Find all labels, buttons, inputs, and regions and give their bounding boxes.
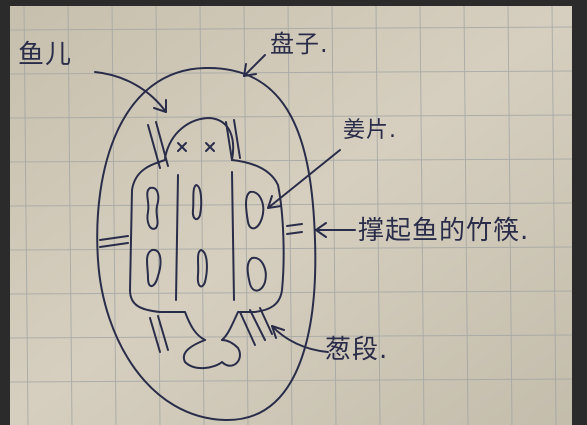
grid-line-v: [67, 5, 73, 425]
scallion-top-right: [225, 119, 241, 161]
ginger-slice-6: [246, 256, 267, 292]
arrow-fish-head: [153, 99, 167, 113]
label-chopsticks: 撑起鱼的竹筷.: [358, 216, 530, 246]
grid-line-v: [155, 5, 161, 425]
fish-eye-left: [177, 142, 187, 152]
label-scallion: 葱段.: [325, 335, 389, 365]
arrow-plate-head: [243, 63, 257, 77]
grid-line-h: [9, 158, 573, 163]
grid-line-h: [9, 202, 573, 207]
grid-line-v: [375, 5, 381, 425]
plate-outline: [96, 66, 317, 422]
label-ginger: 姜片.: [343, 118, 397, 143]
ginger-slice-3: [245, 190, 265, 230]
arrow-ginger: [267, 149, 341, 209]
frame-right: [572, 0, 587, 425]
arrow-scallion: [271, 325, 329, 353]
arrow-plate: [243, 54, 266, 77]
grid-line-v: [287, 5, 293, 425]
ginger-slice-4: [146, 248, 162, 287]
frame-top: [0, 0, 587, 6]
frame-left: [0, 0, 10, 425]
grid-line-v: [419, 5, 425, 425]
grid-line-h: [9, 26, 573, 31]
arrow-ginger-head: [267, 195, 282, 209]
chopstick-right: [286, 223, 303, 235]
fish-tail: [182, 339, 241, 369]
fish-line-2: [231, 171, 235, 301]
fish-eye-right: [205, 142, 215, 152]
fish-body-left: [129, 159, 206, 341]
grid-line-h: [9, 246, 573, 251]
label-fish: 鱼儿: [18, 40, 73, 70]
arrow-chopsticks-head: [315, 222, 327, 238]
chopstick-left: [99, 235, 129, 248]
grid-line-h: [9, 334, 573, 339]
grid-line-v: [463, 5, 469, 425]
grid-line-v: [199, 5, 205, 425]
grid-line-v: [551, 5, 557, 425]
grid-line-h: [9, 290, 573, 295]
scallion-bottom-right: [239, 307, 273, 346]
scallion-top-left: [147, 121, 169, 169]
grid-line-v: [507, 5, 513, 425]
grid-line-v: [23, 5, 29, 425]
fish-line-1: [175, 174, 179, 301]
label-plate: 盘子.: [270, 30, 329, 58]
fish-body-right: [221, 159, 285, 341]
scallion-bottom-left: [149, 315, 169, 353]
arrow-scallion-head: [271, 325, 285, 339]
ginger-slice-1: [146, 186, 160, 230]
fish-head: [164, 117, 235, 161]
grid-line-v: [331, 5, 337, 425]
ginger-slice-5: [196, 249, 208, 288]
arrow-fish: [94, 71, 167, 113]
ginger-slice-2: [191, 184, 203, 221]
